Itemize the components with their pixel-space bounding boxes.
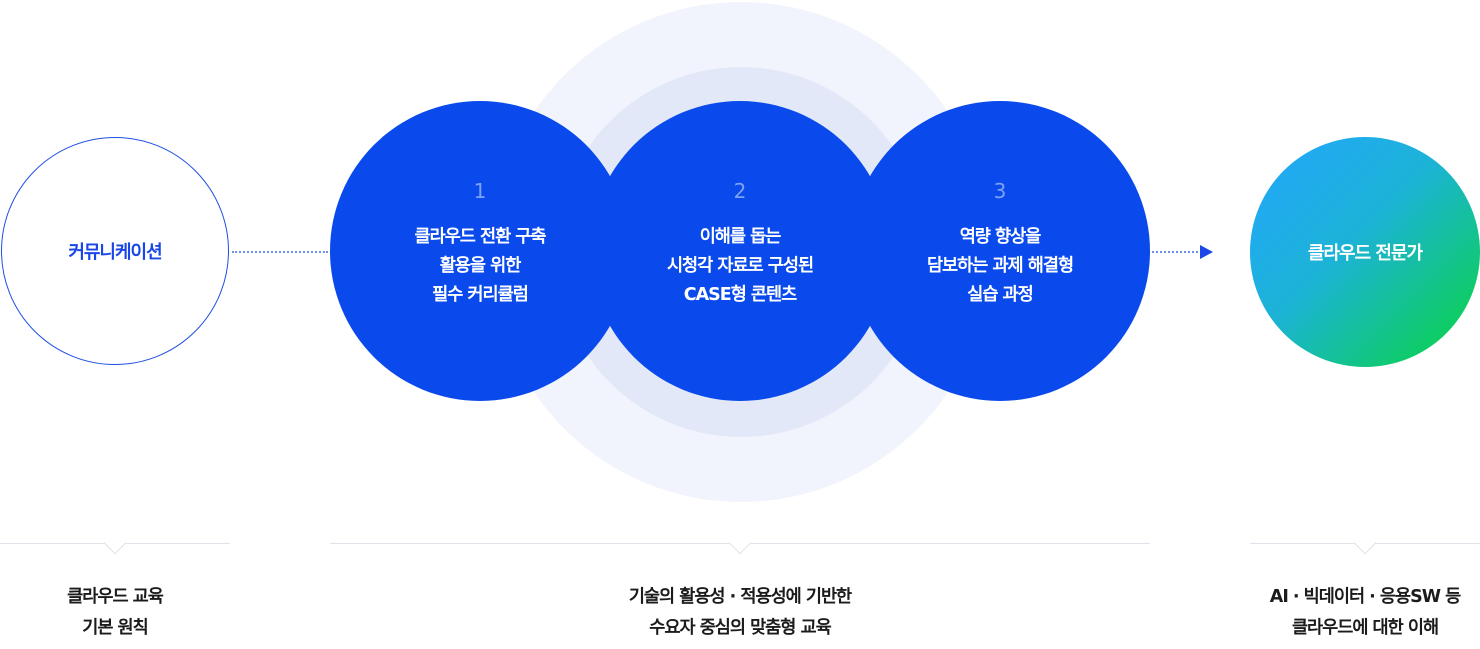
step-text-line: CASE형 콘텐츠 [683, 285, 797, 305]
step-text-line: 담보하는 과제 해결형 [926, 256, 1074, 276]
step-text: 클라우드 전환 구축 활용을 위한 필수 커리큘럼 [330, 223, 630, 310]
caption-line: 클라우드에 대한 이해 [1291, 618, 1439, 638]
step-circle-2: 2 이해를 돕는 시청각 자료로 구성된 CASE형 콘텐츠 [590, 101, 890, 401]
step-circle-1: 1 클라우드 전환 구축 활용을 위한 필수 커리큘럼 [330, 101, 630, 401]
caption-right: AI · 빅데이터 · 응용SW 등 클라우드에 대한 이해 [1250, 582, 1480, 644]
notch-middle-icon [728, 531, 752, 555]
communication-node: 커뮤니케이션 [1, 137, 229, 365]
step-circle-3: 3 역량 향상을 담보하는 과제 해결형 실습 과정 [850, 101, 1150, 401]
caption-line: 수요자 중심의 맞춤형 교육 [649, 618, 831, 638]
caption-line: AI · 빅데이터 · 응용SW 등 [1269, 587, 1461, 607]
caption-line: 클라우드 교육 [67, 587, 164, 607]
step-number: 3 [993, 179, 1007, 203]
step-text-line: 이해를 돕는 [699, 227, 782, 247]
step-number: 1 [473, 179, 487, 203]
notch-left-icon [103, 531, 127, 555]
step-text: 이해를 돕는 시청각 자료로 구성된 CASE형 콘텐츠 [590, 223, 890, 310]
step-text-line: 활용을 위한 [439, 256, 522, 276]
step-number: 2 [733, 179, 747, 203]
step-text-line: 필수 커리큘럼 [432, 285, 529, 305]
dotted-connector-left [232, 251, 328, 253]
notch-right-icon [1353, 531, 1377, 555]
cloud-expert-label: 클라우드 전문가 [1307, 243, 1423, 264]
step-text-line: 실습 과정 [967, 285, 1034, 305]
communication-label: 커뮤니케이션 [68, 242, 162, 263]
step-text-line: 클라우드 전환 구축 [414, 227, 547, 247]
step-text: 역량 향상을 담보하는 과제 해결형 실습 과정 [850, 223, 1150, 310]
cloud-expert-node: 클라우드 전문가 [1250, 137, 1480, 367]
step-text-line: 시청각 자료로 구성된 [666, 256, 814, 276]
step-text-line: 역량 향상을 [959, 227, 1042, 247]
arrow-right-icon [1200, 245, 1213, 259]
caption-left: 클라우드 교육 기본 원칙 [0, 582, 230, 644]
caption-line: 기본 원칙 [82, 618, 149, 638]
caption-middle: 기술의 활용성 · 적용성에 기반한 수요자 중심의 맞춤형 교육 [330, 582, 1150, 644]
caption-line: 기술의 활용성 · 적용성에 기반한 [628, 587, 852, 607]
dotted-connector-right [1152, 251, 1202, 253]
